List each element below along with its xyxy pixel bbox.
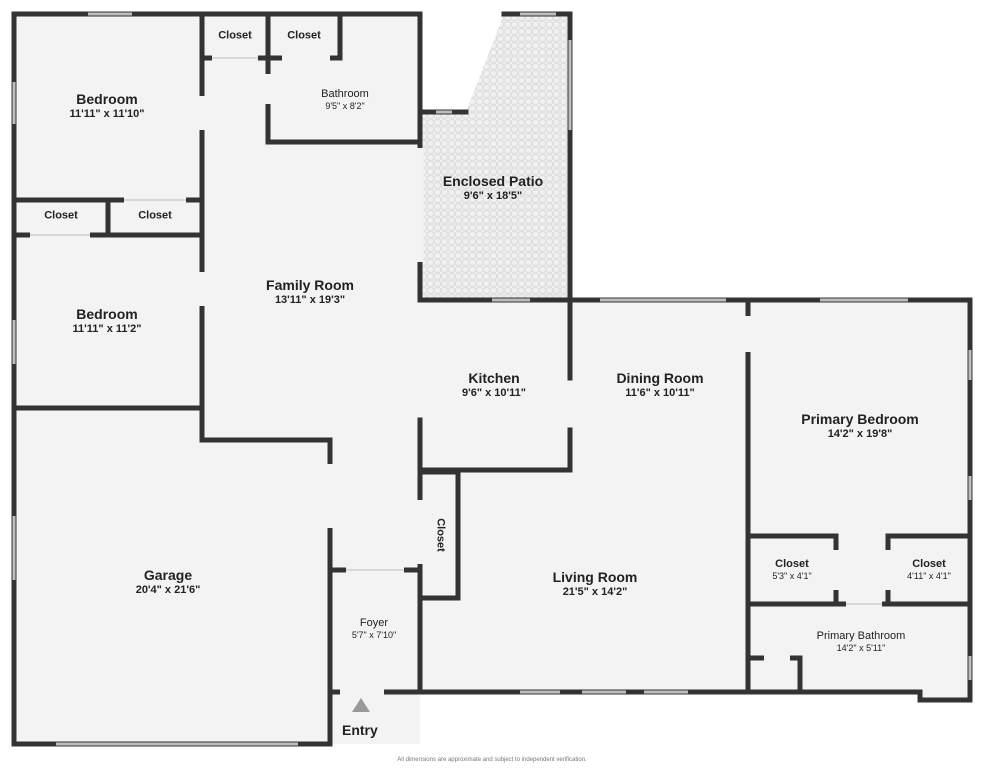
entry-arrow-icon	[352, 698, 370, 712]
door-jambs	[30, 57, 882, 605]
room-label-closet-top-2: Closet	[287, 29, 321, 42]
disclaimer: All dimensions are approximate and subje…	[397, 757, 587, 763]
room-label-hall-closet: Closet	[434, 518, 447, 552]
room-label-closet-top-1: Closet	[218, 29, 252, 42]
floors	[14, 14, 970, 744]
entry-label: Entry	[342, 722, 378, 738]
room-label-closet-left-2: Closet	[138, 209, 172, 222]
windows	[12, 12, 972, 746]
patio-floor	[420, 14, 570, 300]
room-label-closet-left-1: Closet	[44, 209, 78, 222]
